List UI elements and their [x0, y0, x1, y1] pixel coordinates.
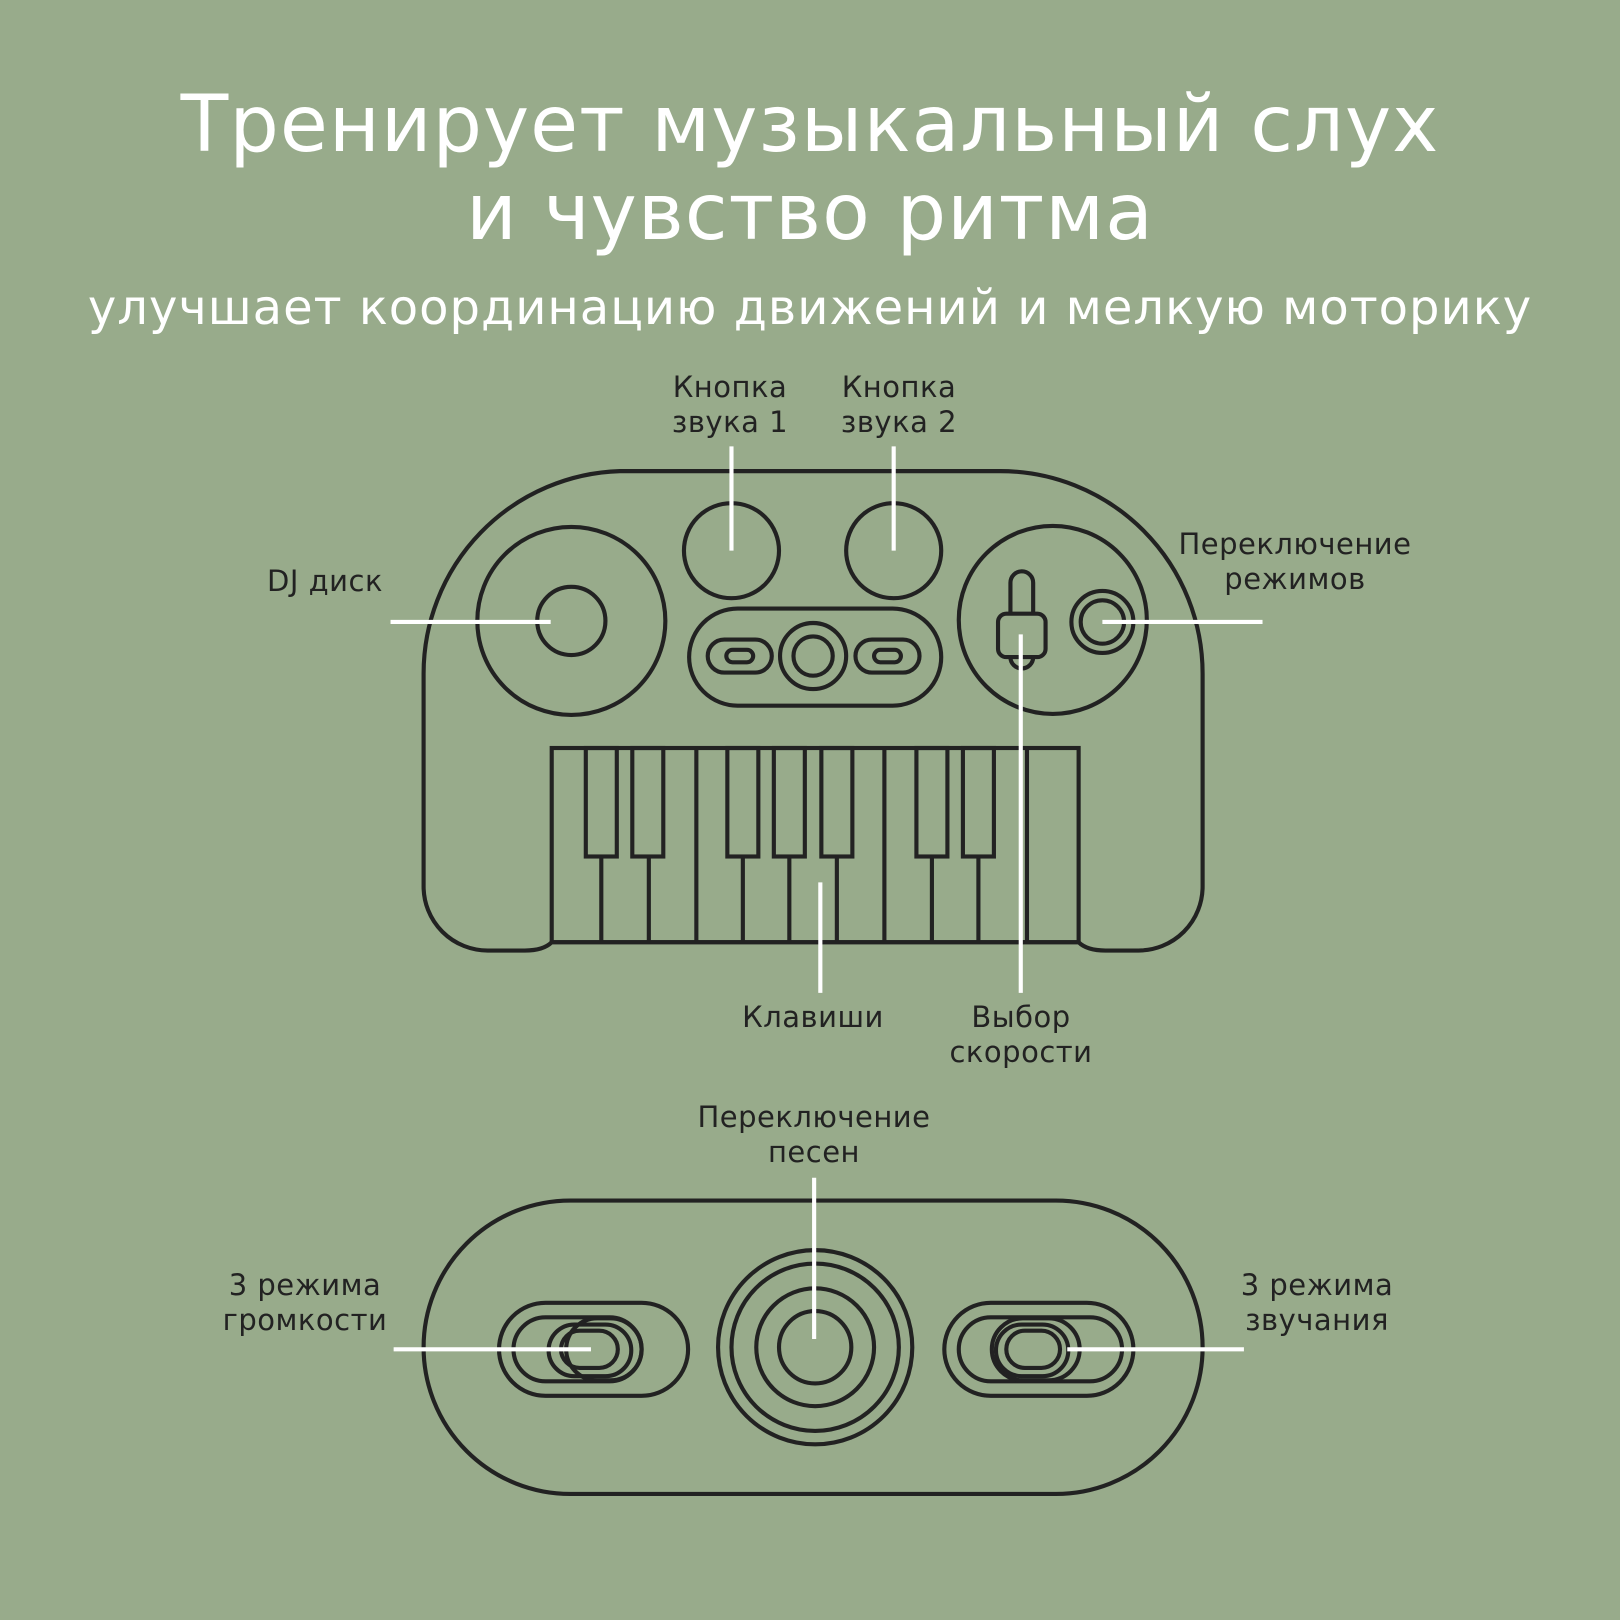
- label-dj-disc: DJ диск: [267, 564, 383, 598]
- label-sound-modes: 3 режима звучания: [1240, 1268, 1394, 1337]
- label-volume-modes: 3 режима громкости: [222, 1268, 388, 1337]
- label-mode-switch: Переключение режимов: [1178, 527, 1412, 596]
- left-slider-icon: [705, 637, 774, 675]
- page-subtitle: улучшает координацию движений и мелкую м…: [87, 280, 1533, 336]
- page-title-line-2: и чувство ритма: [466, 168, 1154, 258]
- page-title-line-1: Тренирует музыкальный слух: [180, 80, 1440, 170]
- label-sound-button-1: Кнопка звука 1: [671, 370, 789, 439]
- center-button-icon: [777, 620, 849, 692]
- keyboard-icon: [549, 745, 1081, 945]
- label-song-switch: Переключение песен: [697, 1100, 931, 1169]
- label-sound-button-2: Кнопка звука 2: [840, 370, 958, 439]
- leader-lines: [390, 446, 1263, 1352]
- label-keys: Клавиши: [742, 1000, 884, 1034]
- control-panel-outline: [687, 606, 944, 708]
- right-slider-icon: [853, 637, 922, 675]
- label-speed-select: Выбор скорости: [949, 1000, 1093, 1069]
